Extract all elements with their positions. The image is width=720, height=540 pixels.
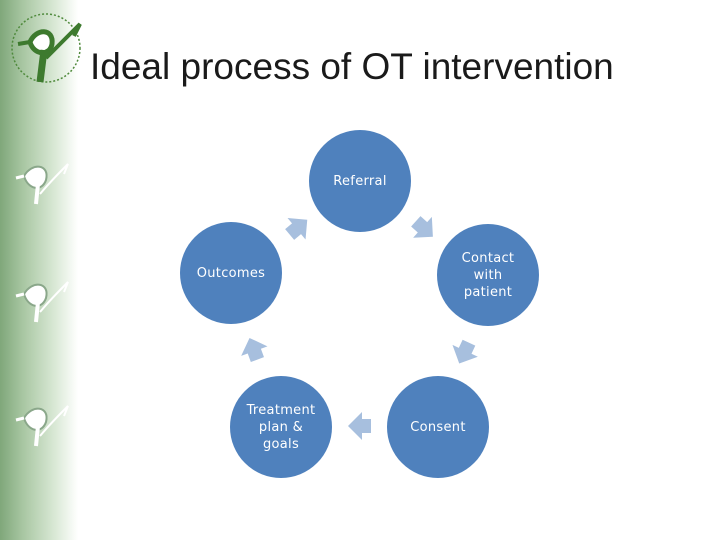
bird-leaf-logo-icon [11,13,82,83]
arrow-outcomes-to-referral [285,217,308,240]
arrow-referral-to-contact [411,216,433,238]
node-consent: Consent [387,376,489,478]
arrow-contact-to-consent [452,339,478,364]
arrow-treatment-to-outcomes [241,337,268,362]
node-outcomes-label: Outcomes [196,265,266,281]
node-outcomes: Outcomes [180,222,282,324]
arrow-consent-to-treatment [348,412,371,440]
node-consent-label: Consent [410,419,466,435]
node-referral-label: Referral [333,173,387,189]
bird-leaf-icon [15,281,69,323]
node-treatment-plan: Treatment plan & goals [230,376,332,478]
slide-title: Ideal process of OT intervention [90,46,614,87]
node-referral: Referral [309,130,411,232]
side-band [0,0,78,540]
node-contact-with-patient: Contact with patient [437,224,539,326]
node-treatment-label: Treatment plan & goals [246,402,316,452]
bird-leaf-icon [15,163,69,205]
bird-leaf-icon [15,405,69,447]
node-contact-label: Contact with patient [461,250,515,300]
